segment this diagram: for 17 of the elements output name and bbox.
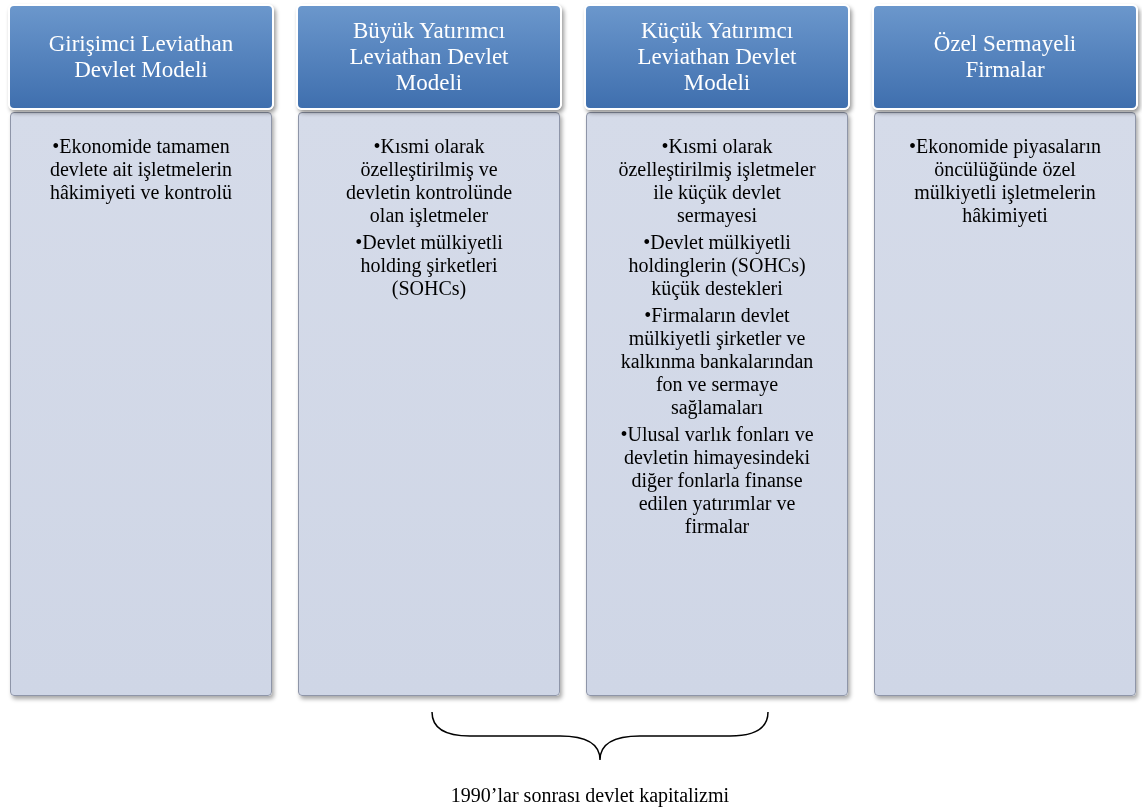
content-panel bbox=[874, 112, 1136, 696]
bullet-text: •Devlet mülkiyetli holdinglerin (SOHCs) küçük destekleri bbox=[627, 231, 807, 300]
bullet-text: •Firmaların devlet mülkiyetli şirketler ve kalkınma bankalarından fon ve sermaye sağlamaları bbox=[619, 304, 815, 419]
content-panel bbox=[298, 112, 560, 696]
bullet-text: •Devlet mülkiyetli holding şirketleri (SOHCs) bbox=[354, 231, 504, 300]
brace-label: 1990’lar sonrası devlet kapitalizmi bbox=[449, 783, 731, 809]
header-box: Küçük Yatırımcı Leviathan Devlet Modeli bbox=[584, 4, 850, 110]
bullet-text: •Ulusal varlık fonları ve devletin himayesindeki diğer fonlarla finanse edilen yatırımlar ve firmalar bbox=[619, 423, 815, 538]
bullet-text: •Kısmi olarak özelleştirilmiş ve devletin kontrolünde olan işletmeler bbox=[344, 135, 514, 227]
header-box: Girişimci Leviathan Devlet Modeli bbox=[8, 4, 274, 110]
content-panel bbox=[586, 112, 848, 696]
bullet-text: •Kısmi olarak özelleştirilmiş işletmeler ile küçük devlet sermayesi bbox=[617, 135, 817, 227]
header-box: Büyük Yatırımcı Leviathan Devlet Modeli bbox=[296, 4, 562, 110]
bullet-text: •Ekonomide piyasaların öncülüğünde özel mülkiyetli işletmelerin hâkimiyeti bbox=[908, 135, 1102, 227]
header-box: Özel Sermayeli Firmalar bbox=[872, 4, 1138, 110]
bullet-text: •Ekonomide tamamen devlete ait işletmelerin hâkimiyeti ve kontrolü bbox=[48, 135, 234, 204]
content-panel bbox=[10, 112, 272, 696]
